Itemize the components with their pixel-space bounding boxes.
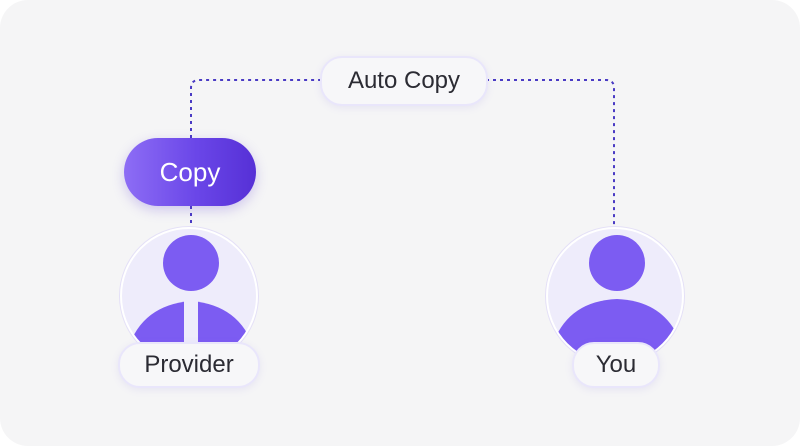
copy-button[interactable]: Copy xyxy=(124,138,256,206)
you-label-text: You xyxy=(595,351,637,378)
auto-copy-text: Auto Copy xyxy=(347,67,461,94)
provider-label-text: Provider xyxy=(144,351,234,378)
copy-button-text: Copy xyxy=(159,156,221,187)
auto-copy-label: Auto Copy xyxy=(320,56,488,106)
connector-provider-to-auto-copy xyxy=(190,79,322,138)
connector-auto-copy-to-you xyxy=(486,79,615,228)
you-label: You xyxy=(572,342,660,388)
provider-label: Provider xyxy=(118,342,260,388)
